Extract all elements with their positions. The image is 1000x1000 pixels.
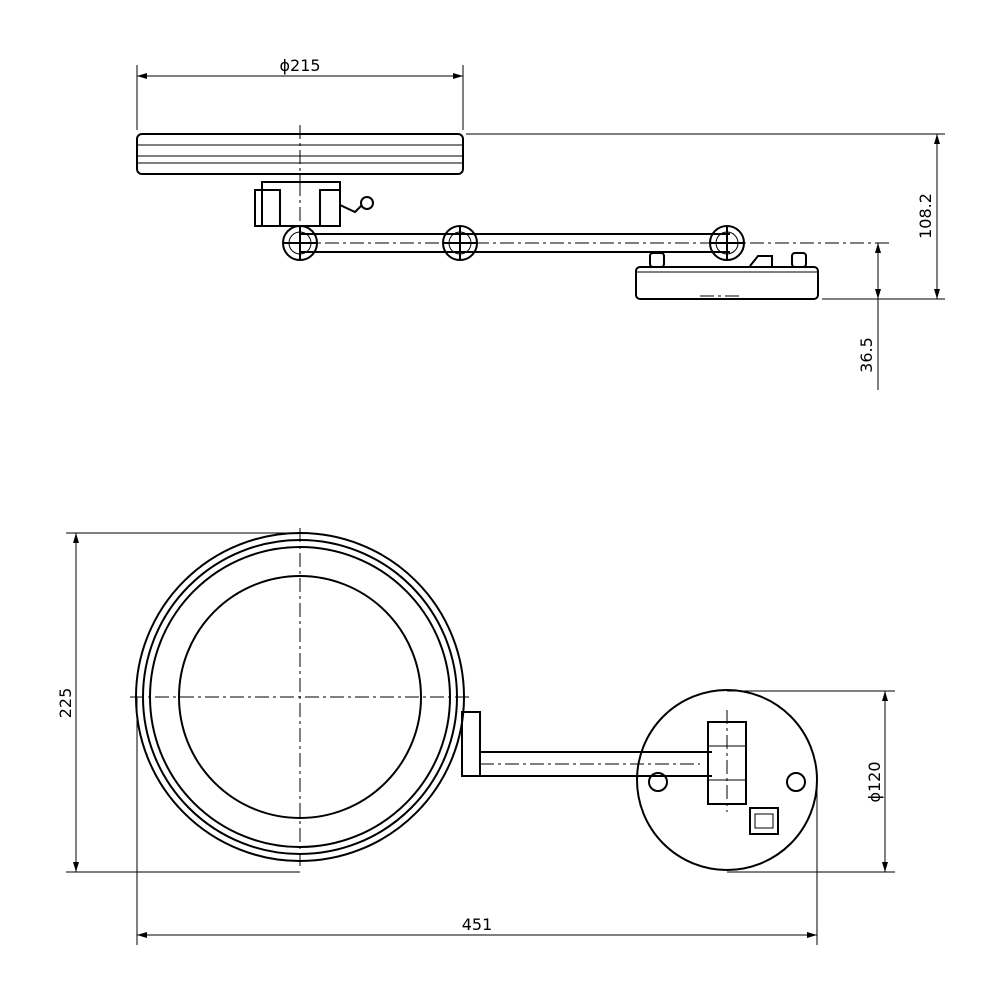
dim-label-base-diameter: ϕ120 bbox=[865, 761, 884, 802]
front-mirror bbox=[130, 528, 470, 866]
dim-label-mirror-diameter: ϕ215 bbox=[279, 56, 320, 75]
dim-total-length: 451 bbox=[136, 697, 818, 945]
dim-mirror-diameter: ϕ215 bbox=[136, 56, 464, 130]
side-joint-1 bbox=[282, 225, 318, 261]
dim-base-diameter: ϕ120 bbox=[727, 690, 895, 873]
side-arm bbox=[300, 233, 890, 253]
front-wall-base bbox=[636, 689, 818, 871]
front-view: 225 ϕ120 451 bbox=[56, 528, 895, 945]
side-mirror-head bbox=[136, 125, 464, 182]
switch-icon bbox=[749, 807, 779, 835]
dim-label-base-depth: 36.5 bbox=[857, 337, 876, 373]
dim-label-mirror-height: 225 bbox=[56, 688, 75, 719]
side-wall-base bbox=[635, 252, 819, 300]
side-joint-2 bbox=[442, 225, 478, 261]
dim-label-total-height: 108.2 bbox=[916, 193, 935, 239]
front-arm bbox=[461, 711, 712, 777]
dim-mirror-height: 225 bbox=[56, 532, 300, 873]
dim-base-depth: 36.5 bbox=[857, 243, 881, 390]
side-view: ϕ215 108.2 36.5 bbox=[136, 56, 945, 390]
side-mount-block bbox=[254, 181, 374, 227]
dim-label-total-length: 451 bbox=[462, 915, 493, 934]
side-joint-3 bbox=[709, 225, 745, 261]
dim-total-height: 108.2 bbox=[466, 133, 945, 300]
